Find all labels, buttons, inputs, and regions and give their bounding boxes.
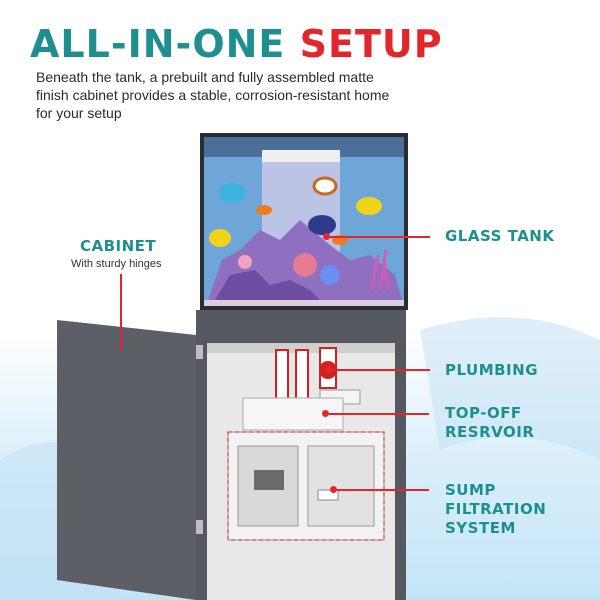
cabinet-sublabel: With sturdy hinges xyxy=(71,258,162,270)
plumbing-dot xyxy=(325,366,332,373)
plumbing-label: PLUMBING xyxy=(445,361,539,379)
sump-callout-line xyxy=(337,489,429,491)
sump-dot xyxy=(330,486,337,493)
description-text: Beneath the tank, a prebuilt and fully a… xyxy=(36,69,390,121)
glass-tank xyxy=(200,133,408,310)
sump-unit xyxy=(227,431,385,541)
plumbing-callout-line xyxy=(332,369,430,371)
topoff-callout-line xyxy=(329,413,429,415)
sump-label: SUMP FILTRATION SYSTEM xyxy=(445,481,546,538)
page-title: ALL-IN-ONE SETUP xyxy=(30,22,443,66)
water-wave-decoration xyxy=(420,317,600,460)
title-part-2: SETUP xyxy=(299,22,443,66)
hinge-top xyxy=(196,345,203,359)
sump-label-line3: SYSTEM xyxy=(445,519,516,537)
title-part-1: ALL-IN-ONE xyxy=(30,22,286,66)
glass-tank-dot xyxy=(323,233,330,240)
glass-tank-callout-line xyxy=(330,236,430,238)
sump-label-line2: FILTRATION xyxy=(445,500,547,518)
glass-tank-label: GLASS TANK xyxy=(445,227,555,245)
cabinet-label: CABINET xyxy=(80,237,157,255)
topoff-label-line1: TOP-OFF xyxy=(445,404,522,422)
cabinet-callout-line xyxy=(120,274,122,350)
topoff-label: TOP-OFF RESRVOIR xyxy=(445,404,534,442)
sump-label-line1: SUMP xyxy=(445,481,496,499)
topoff-label-line2: RESRVOIR xyxy=(445,423,535,441)
cabinet-door xyxy=(57,320,196,600)
plumbing-pipes xyxy=(275,347,361,406)
topoff-dot xyxy=(322,410,329,417)
hinge-bottom xyxy=(196,520,203,534)
